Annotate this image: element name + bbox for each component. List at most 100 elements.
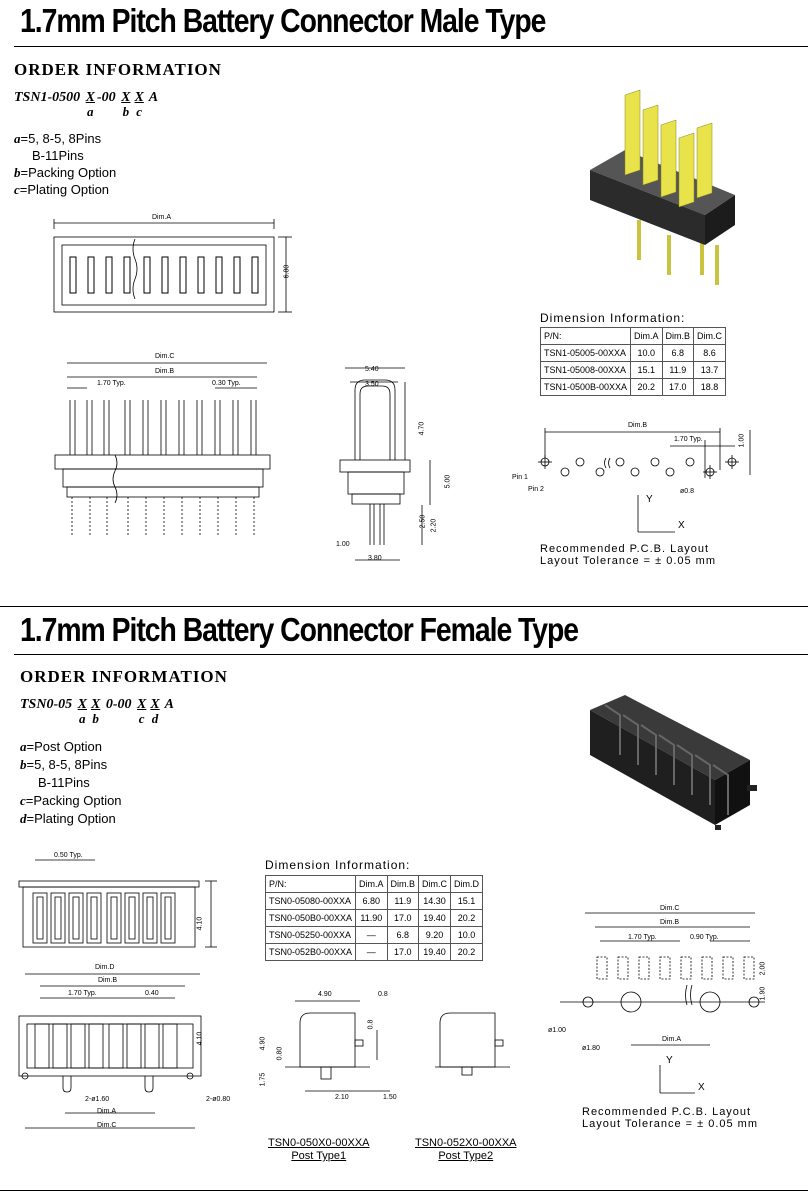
male-h470-label: 4.70 (418, 421, 426, 436)
male-phi08-label: ø0.8 (680, 488, 695, 495)
male-dim-title: Dimension Information: (540, 311, 686, 325)
female-option-b2: B-11Pins (38, 775, 90, 790)
female-typ050-label: 0.50 Typ. (54, 852, 83, 859)
male-pins-bottom (637, 220, 719, 285)
male-y-axis-label: Y (646, 494, 653, 505)
female-pcb-note: Recommended P.C.B. Layout Layout Toleran… (582, 1106, 759, 1130)
female-h490-label: 4.90 (259, 1036, 267, 1051)
female-x-axis-label: X (698, 1082, 705, 1093)
male-title: 1.7mm Pitch Battery Connector Male Type (20, 2, 546, 39)
male-pcb-layout (538, 428, 751, 533)
female-w150-label: 1.50 (383, 1094, 397, 1101)
female-pcb-190-label: 1.90 (759, 986, 767, 1001)
female-typ170-label: 1.70 Typ. (68, 990, 97, 997)
male-pin1-label: Pin 1 (512, 474, 528, 481)
female-w490-label: 4.90 (318, 991, 332, 998)
male-order-heading: ORDER INFORMATION (14, 60, 222, 79)
male-front-view (54, 362, 271, 535)
male-options: a=5, 8-5, 8Pins B-11Pins b=Packing Optio… (14, 130, 116, 198)
section-divider (0, 606, 808, 607)
female-w08-label: 0.8 (378, 991, 388, 998)
male-h680-label: 6.80 (283, 264, 291, 279)
male-option-c: c=Plating Option (14, 182, 110, 197)
table-header: Dim.A (630, 327, 663, 345)
male-side-view (339, 367, 431, 561)
female-dimC-label: Dim.C (97, 1122, 117, 1129)
female-option-c: c=Packing Option (20, 793, 122, 808)
table-header: P/N: (539, 327, 632, 345)
male-pin2-label: Pin 2 (528, 486, 544, 493)
female-dimA-label: Dim.A (97, 1108, 117, 1115)
male-x-axis-label: X (678, 520, 685, 531)
male-w350-label: 3.50 (365, 381, 379, 388)
male-pcb-typ-label: 1.70 Typ. (674, 436, 703, 443)
female-order-heading: ORDER INFORMATION (20, 667, 228, 686)
female-post-type2-caption: TSN0-052X0-00XXA Post Type2 (415, 1137, 517, 1162)
female-w040-label: 0.40 (145, 990, 159, 997)
female-h410a-label: 4.10 (196, 916, 204, 931)
female-title: 1.7mm Pitch Battery Connector Female Typ… (20, 611, 579, 648)
female-pcb-dimA-label: Dim.A (662, 1036, 682, 1043)
female-phi080-label: 2-ø0.80 (206, 1096, 231, 1103)
table-header: Dim.B (661, 327, 695, 345)
male-connector-render (590, 89, 735, 285)
male-h250-label: 2.50 (419, 514, 427, 529)
male-pcb-100-label: 1.00 (738, 433, 746, 448)
male-pcb-note: Recommended P.C.B. Layout Layout Toleran… (540, 543, 717, 567)
male-typ170-label: 1.70 Typ. (97, 380, 126, 387)
male-dimA-label: Dim.A (152, 214, 172, 221)
female-h08-label: 0.8 (367, 1019, 375, 1030)
male-dimB-label: Dim.B (155, 368, 175, 375)
table-header: Dim.C (693, 327, 727, 345)
female-dim-title: Dimension Information: (265, 858, 411, 872)
male-top-view (53, 219, 292, 313)
female-dimD-label: Dim.D (95, 964, 115, 971)
female-options: a=Post Option b=5, 8-5, 8Pins B-11Pins c… (20, 738, 122, 828)
male-h500-label: 5.00 (444, 474, 452, 489)
female-option-a: a=Post Option (20, 739, 103, 754)
female-title-rule (14, 654, 808, 655)
male-option-a: a=5, 8-5, 8Pins (14, 131, 102, 146)
female-h080-label: 0.80 (276, 1046, 284, 1061)
female-pcb-phi180-label: ø1.80 (582, 1045, 600, 1052)
female-pcb-dimC-label: Dim.C (660, 905, 680, 912)
female-h410b-label: 4.10 (196, 1031, 204, 1046)
female-option-d: d=Plating Option (20, 811, 116, 826)
male-dimC-label: Dim.C (155, 353, 175, 360)
female-h175-label: 1.75 (259, 1072, 267, 1087)
female-w210-label: 2.10 (335, 1094, 349, 1101)
female-dimB-label: Dim.B (98, 977, 118, 984)
male-w540-label: 5.40 (365, 366, 379, 373)
female-pcb-typ090-label: 0.90 Typ. (690, 934, 719, 941)
male-h220-label: 2.20 (430, 518, 438, 533)
female-pcb-dimB-label: Dim.B (660, 919, 680, 926)
male-w100-label: 1.00 (336, 541, 350, 548)
female-top-view (18, 859, 217, 948)
female-option-b: b=5, 8-5, 8Pins (20, 757, 108, 772)
male-w380-label: 3.80 (368, 555, 382, 562)
female-pcb-typ170-label: 1.70 Typ. (628, 934, 657, 941)
female-phi160-label: 2-ø1.60 (85, 1096, 110, 1103)
female-pcb-layout (560, 912, 765, 1046)
female-y-axis-label: Y (666, 1055, 673, 1066)
female-post-type1-view (285, 1000, 390, 1092)
female-post-type1-caption: TSN0-050X0-00XXA Post Type1 (268, 1137, 370, 1162)
female-pcb-200-label: 2.00 (759, 961, 767, 976)
male-pcb-dimB-label: Dim.B (628, 422, 648, 429)
male-option-b: b=Packing Option (14, 165, 117, 180)
male-typ030-label: 0.30 Typ. (212, 380, 241, 387)
bottom-rule (0, 1190, 808, 1191)
male-title-rule (14, 46, 808, 47)
